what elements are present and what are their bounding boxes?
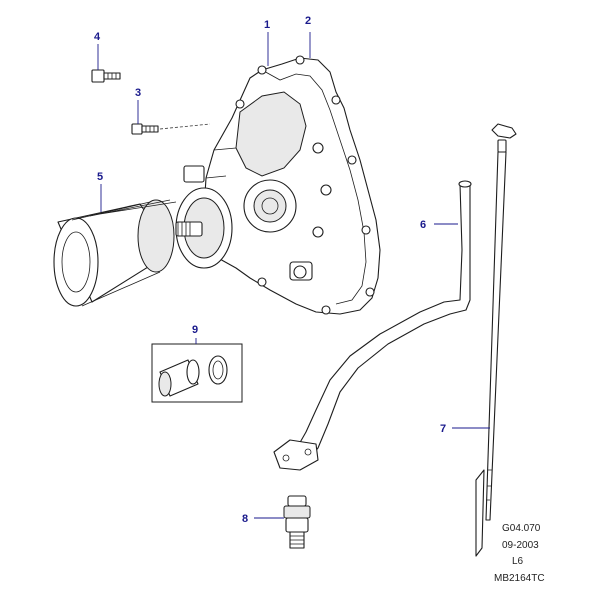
bolt-4 [91, 69, 121, 83]
revision-date: 09-2003 [502, 540, 539, 551]
oil-filter [53, 199, 177, 307]
oil-pickup-tube [273, 180, 472, 471]
oil-pump-housing [175, 55, 381, 315]
callout-9: 9 [192, 324, 198, 336]
pressure-switch [283, 495, 311, 549]
callout-3: 3 [135, 87, 141, 99]
callout-5: 5 [97, 171, 103, 183]
callout-4: 4 [94, 31, 101, 43]
callout-8: 8 [242, 513, 248, 525]
callout-1: 1 [264, 19, 270, 31]
callout-7: 7 [440, 423, 446, 435]
seal-kit [151, 343, 243, 403]
engine-code: L6 [512, 556, 524, 567]
callout-leaders [97, 32, 490, 519]
ref-code: G04.070 [502, 523, 541, 534]
dipstick [475, 123, 517, 557]
callout-6: 6 [420, 219, 426, 231]
bolt-3 [131, 123, 211, 135]
callout-2: 2 [305, 15, 311, 27]
drawing-id: MB2164TC [494, 573, 545, 584]
